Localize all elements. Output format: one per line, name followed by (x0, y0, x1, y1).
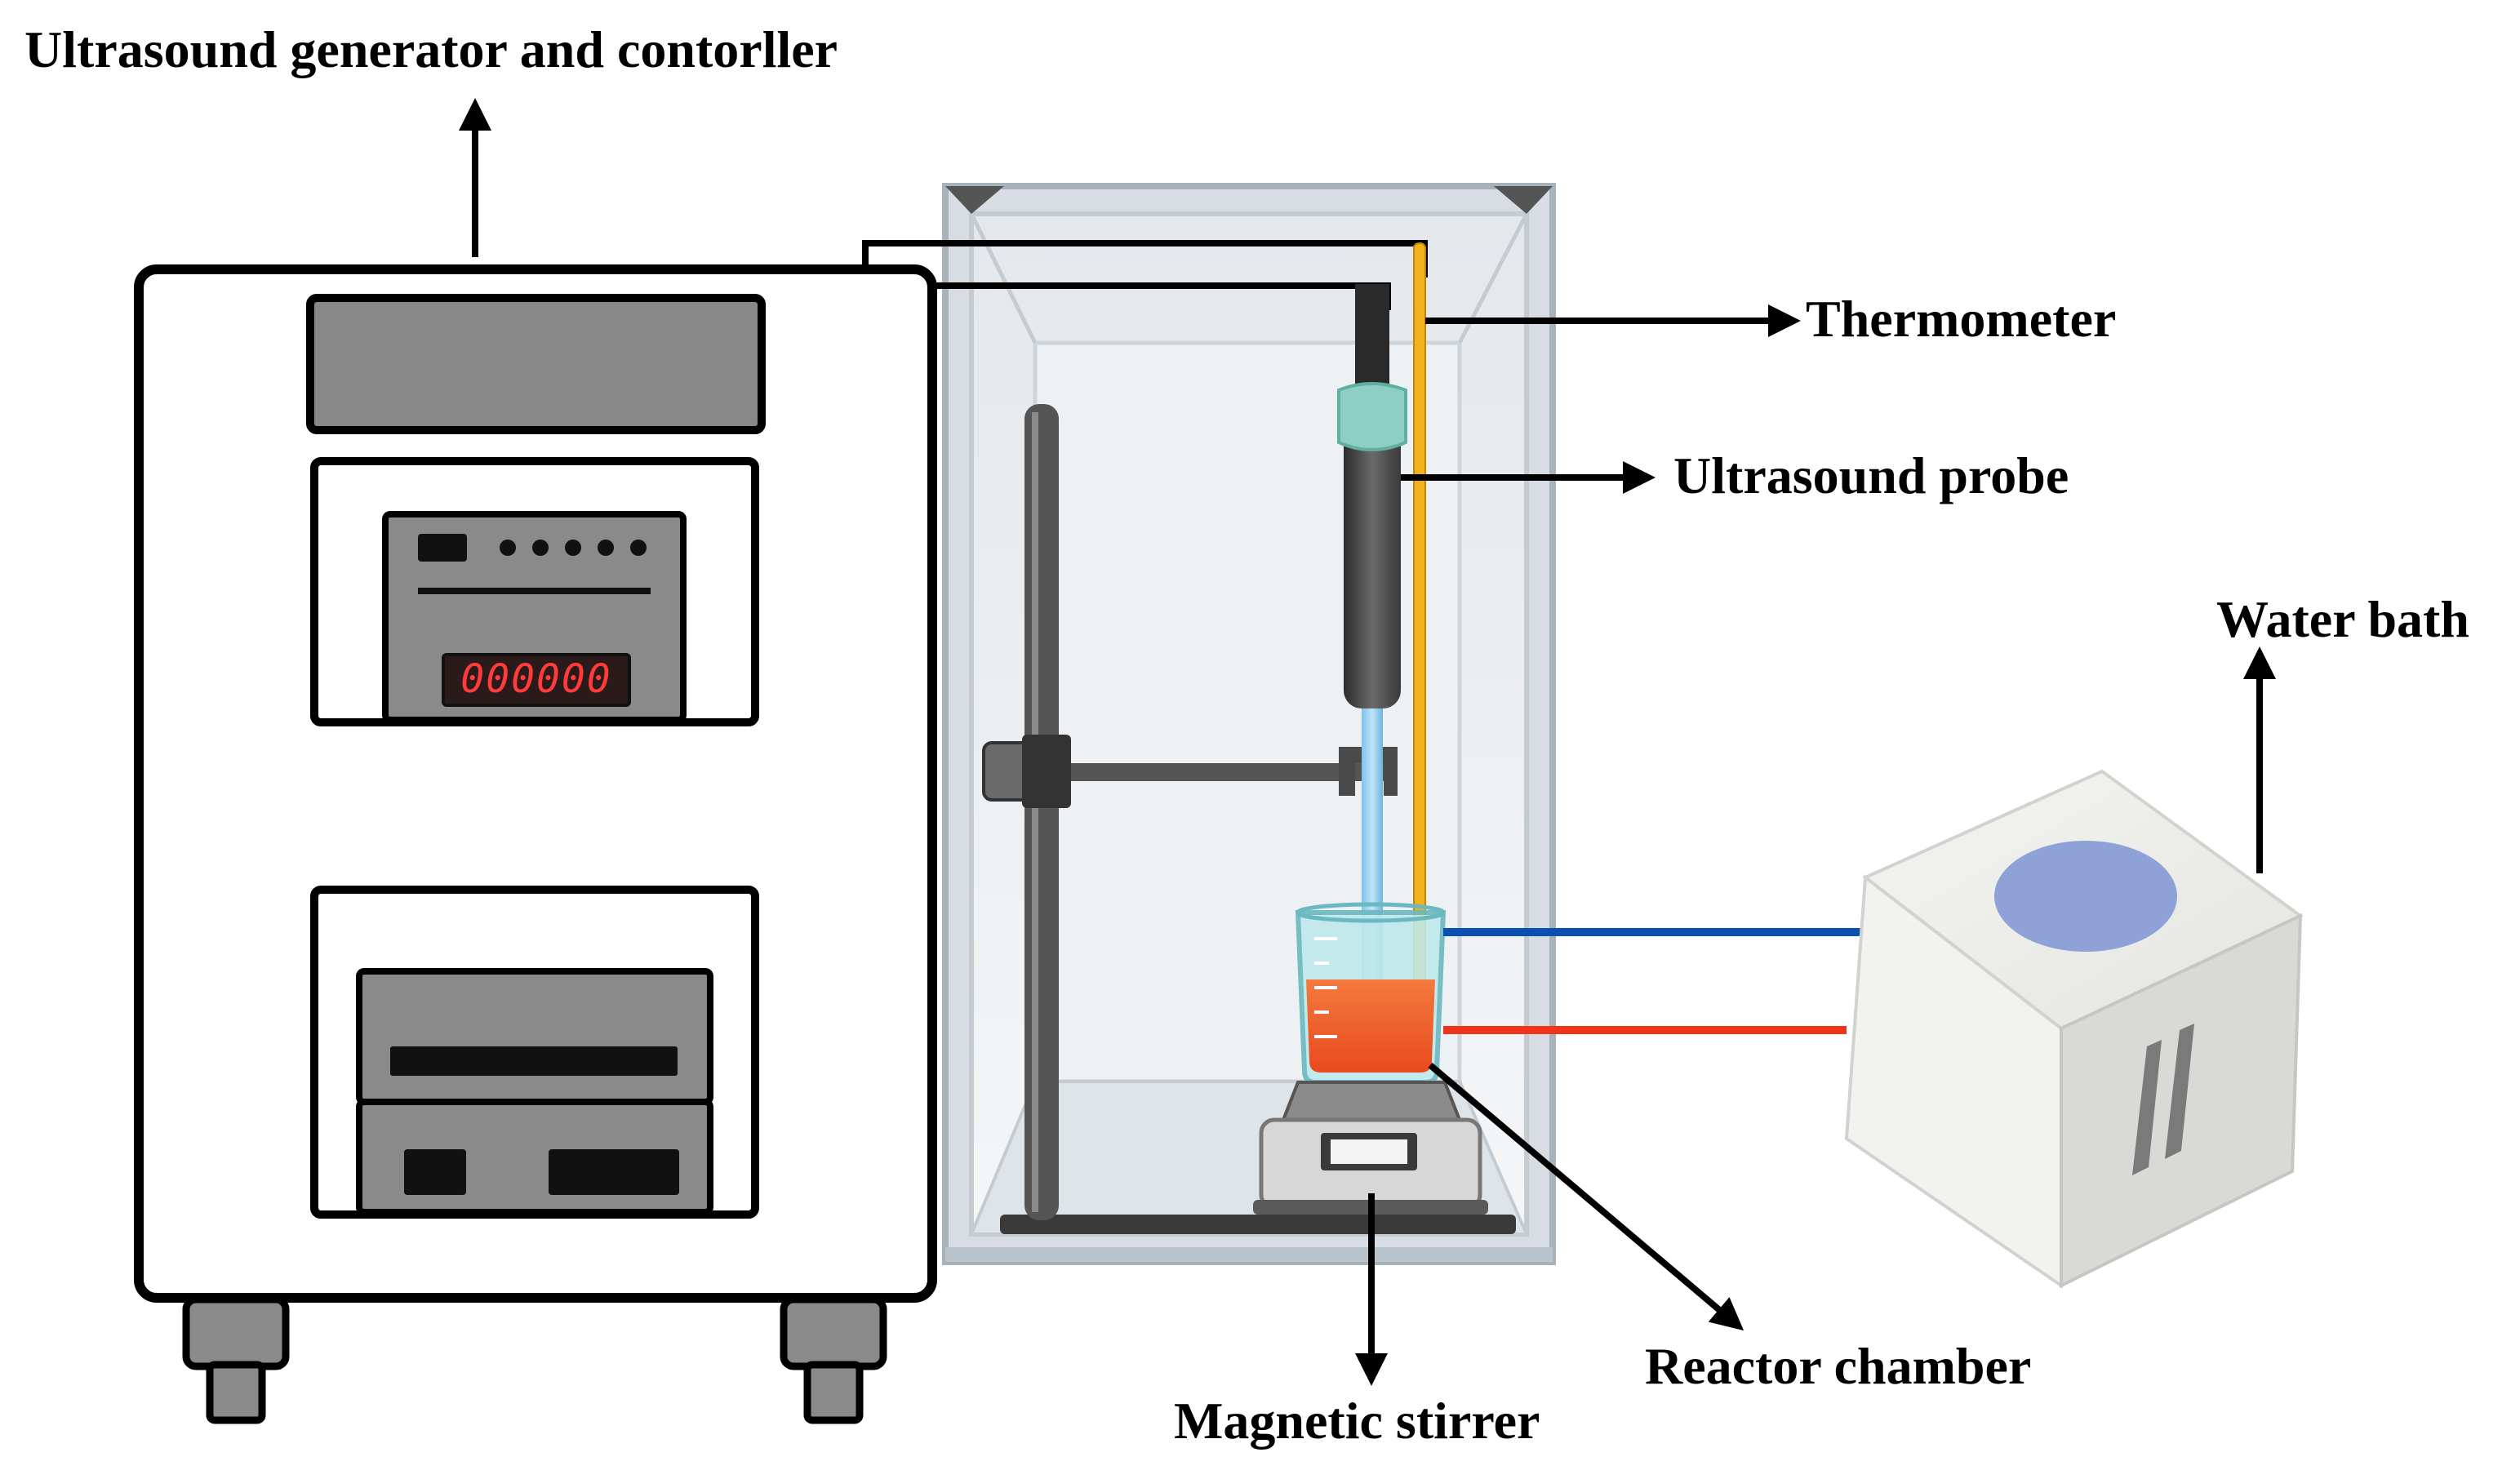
wheel-right (780, 1295, 887, 1424)
beaker-liquid (1306, 979, 1435, 1073)
wheel-left (182, 1295, 290, 1424)
ultrasound-generator: 000000 (134, 264, 937, 1424)
digital-display (442, 653, 631, 707)
clamp-holder (1022, 735, 1071, 808)
indicator-light-icon (565, 540, 581, 556)
bath-handle-bar (2165, 1024, 2194, 1159)
probe-mount (1355, 284, 1389, 389)
thermometer-stem (1413, 242, 1426, 1028)
stand-base (1000, 1215, 1516, 1234)
indicator-light-icon (500, 540, 516, 556)
water-surface (1994, 841, 2177, 952)
reactor-label: Reactor chamber (1645, 1337, 2031, 1395)
beaker-rim (1296, 902, 1446, 923)
enclosure-bottom-edge (945, 1247, 1553, 1262)
power-switch-icon (418, 534, 467, 562)
probe-collar (1337, 382, 1407, 451)
lower-unit-top (356, 968, 713, 1105)
corner-bracket (1494, 186, 1553, 214)
reactor-beaker (1295, 902, 1447, 1085)
thermometer-label: Thermometer (1806, 290, 2116, 348)
generator-top-panel (306, 294, 766, 434)
corner-bracket (945, 186, 1004, 214)
retort-stand (982, 404, 1516, 1234)
clamp-bar (1024, 763, 1384, 781)
water-bath (1844, 769, 2304, 1289)
indicator-light-icon (532, 540, 549, 556)
panel-divider (418, 588, 651, 594)
stirrer-display-screen (1331, 1139, 1407, 1164)
generator-label: Ultrasound generator and contorller (24, 20, 838, 78)
indicator-light-icon (630, 540, 647, 556)
stirrer-label: Magnetic stirrer (1174, 1392, 1540, 1450)
probe-label: Ultrasound probe (1673, 446, 2069, 504)
stand-rod (1024, 404, 1059, 1220)
button-block (404, 1149, 466, 1195)
edge-line (969, 212, 1038, 344)
stirrer-top (1281, 1081, 1462, 1121)
display-readout: 000000 (460, 656, 611, 702)
reactor-arrow (1428, 1062, 1744, 1331)
beaker-graduations (1314, 937, 1337, 1038)
probe-body (1344, 400, 1401, 708)
indicator-light-icon (598, 540, 614, 556)
bath-handle-bar (2132, 1040, 2162, 1175)
button-block (549, 1149, 679, 1195)
stand-rod-highlight (1032, 412, 1038, 1212)
water-bath-label: Water bath (2216, 590, 2469, 648)
slot-bar (390, 1046, 678, 1076)
